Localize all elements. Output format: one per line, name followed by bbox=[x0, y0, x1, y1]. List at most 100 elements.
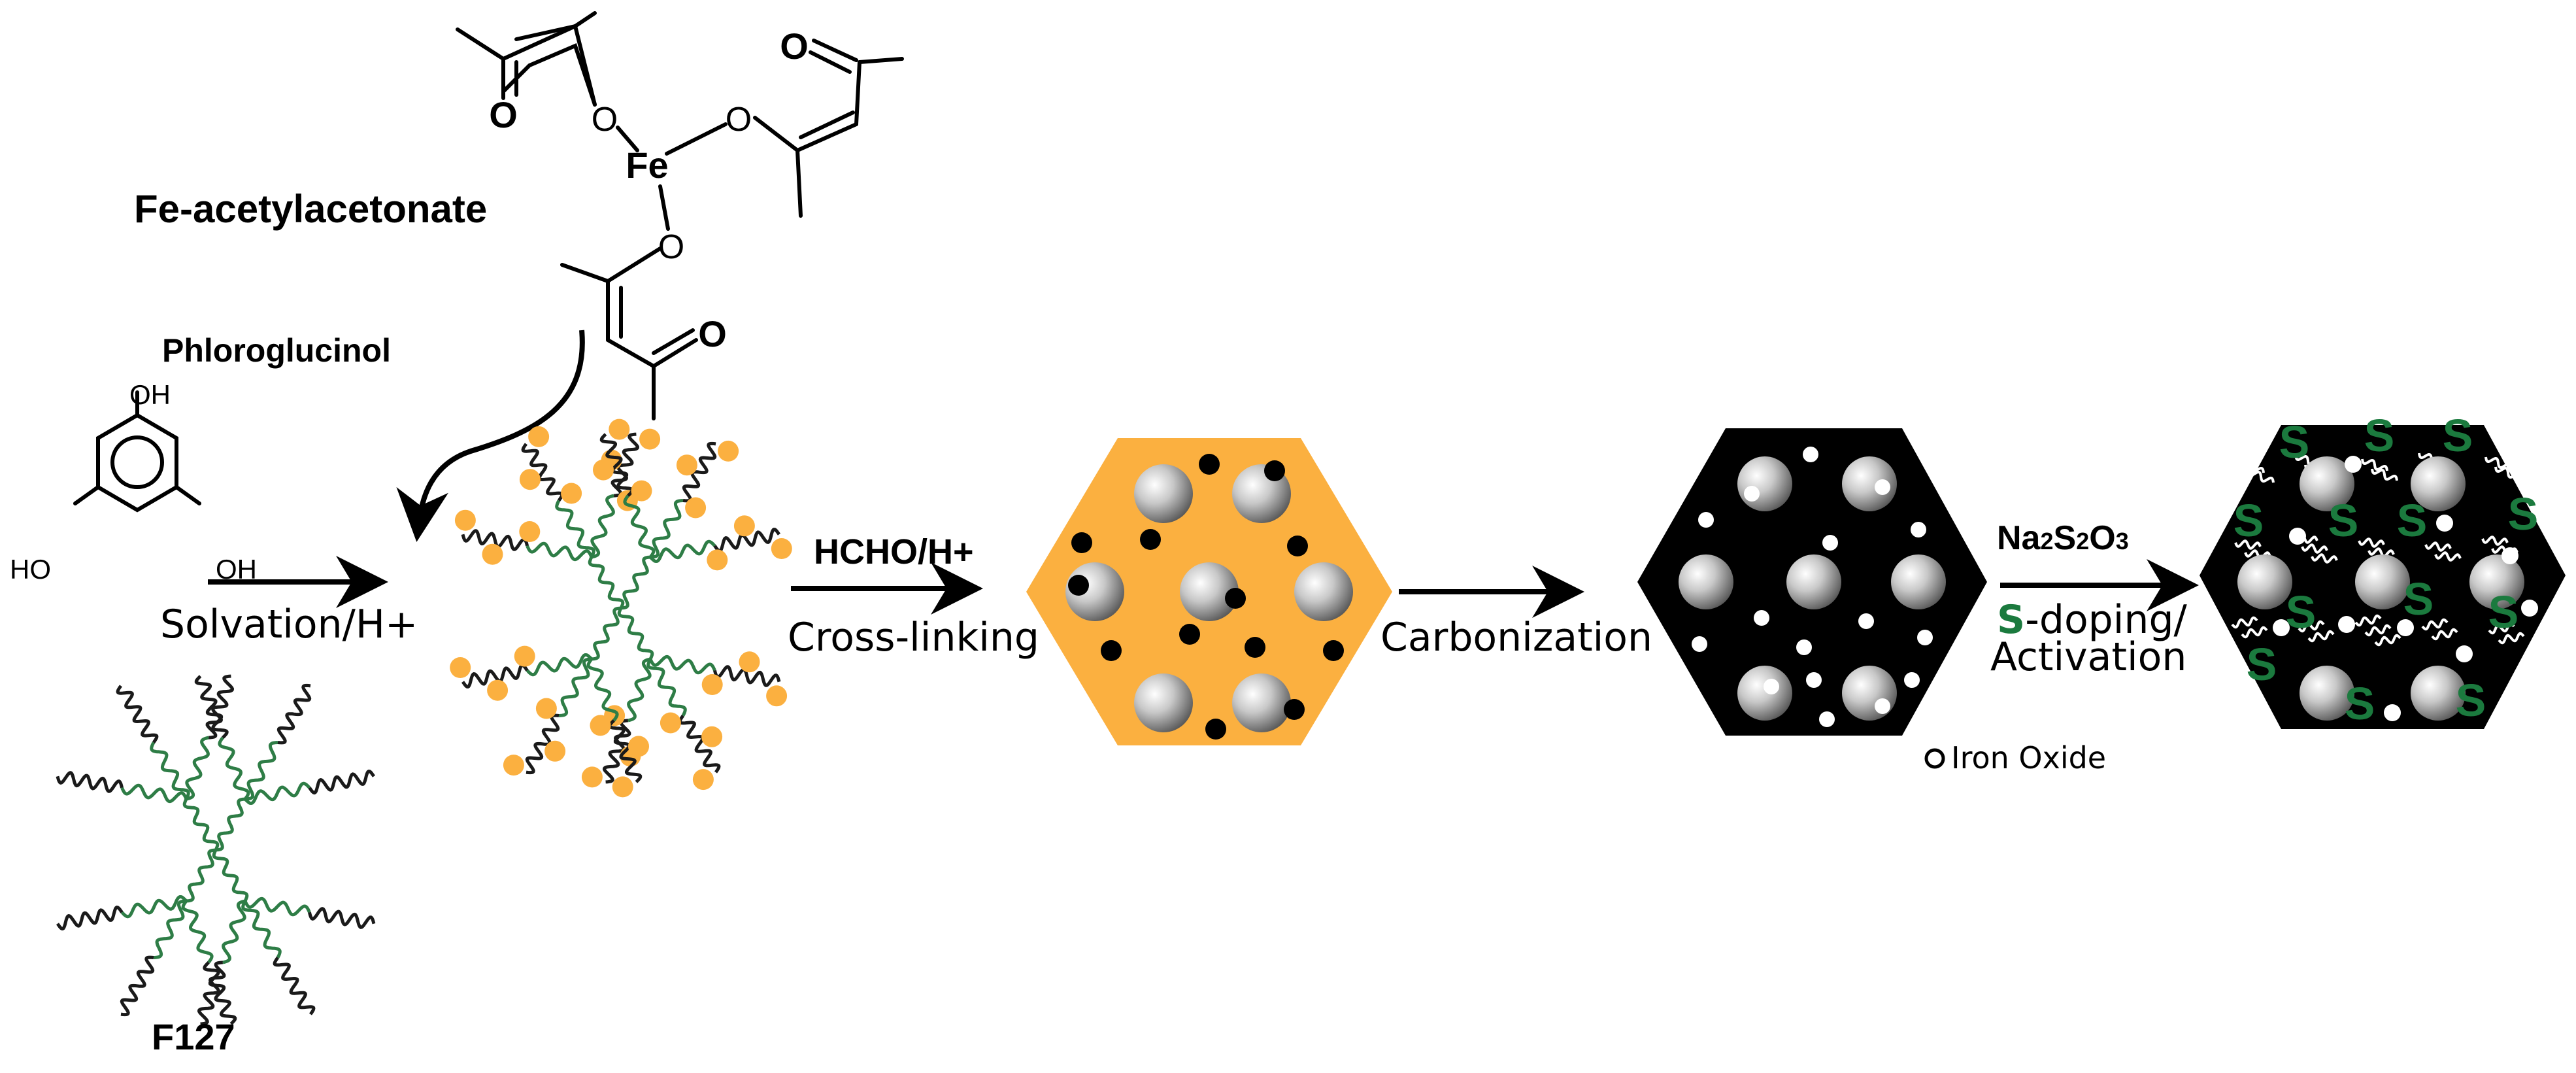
mesopore bbox=[2411, 456, 2466, 511]
sulfur-dopant: S bbox=[2279, 417, 2310, 468]
f127-micelle bbox=[56, 674, 376, 1026]
ppo-chain bbox=[273, 957, 316, 1015]
hcho-label: HCHO/H+ bbox=[814, 532, 974, 571]
oxygen-atom: O bbox=[592, 101, 618, 139]
resin-bead bbox=[639, 428, 661, 450]
iron-oxide-particle bbox=[1698, 512, 1714, 528]
sulfur-dopant: S bbox=[2443, 410, 2473, 461]
iron-oxide-particle bbox=[2521, 600, 2538, 617]
peo-chain bbox=[215, 797, 246, 852]
oxygen-atom: O bbox=[726, 101, 752, 139]
iron-precursor-dot bbox=[1071, 532, 1092, 553]
oxygen-atom: O bbox=[489, 94, 518, 135]
resin-bead bbox=[593, 459, 614, 481]
resin-bead bbox=[701, 726, 723, 747]
activation-pore bbox=[2237, 460, 2265, 473]
ppo-chain bbox=[602, 719, 631, 784]
peo-chain bbox=[649, 539, 716, 564]
iron-precursor-dot bbox=[1264, 460, 1285, 481]
iron-oxide-particle bbox=[2436, 515, 2453, 532]
resin-bead bbox=[503, 755, 524, 776]
mesopore bbox=[2300, 456, 2354, 511]
iron-oxide-particle bbox=[1796, 639, 1812, 655]
ppo-chain bbox=[525, 713, 560, 775]
ppo-chain bbox=[116, 685, 159, 743]
ppo-chain bbox=[608, 719, 643, 783]
resin-coated-micelle bbox=[450, 418, 792, 798]
iron-oxide-particle bbox=[2501, 547, 2518, 564]
sulfur-dopant: S bbox=[2345, 678, 2375, 729]
iron-oxide-particle bbox=[2289, 528, 2306, 545]
activation-pore bbox=[2307, 630, 2335, 643]
peo-chain bbox=[218, 736, 250, 800]
mesopore bbox=[2469, 554, 2524, 609]
addition-arrow bbox=[396, 330, 585, 542]
peo-chain bbox=[526, 541, 594, 562]
oxygen-atom: O bbox=[658, 228, 684, 266]
peo-chain bbox=[243, 896, 311, 917]
iron-precursor-dot bbox=[1101, 640, 1122, 661]
resin-bead bbox=[561, 483, 582, 504]
activation-pore bbox=[2361, 458, 2388, 471]
hydroxyl-label: HO bbox=[10, 554, 51, 585]
resin-bead bbox=[631, 480, 652, 502]
activation-pore bbox=[2488, 622, 2515, 635]
ppo-chain bbox=[713, 665, 781, 687]
resin-bead bbox=[581, 766, 603, 788]
oxygen-atom: O bbox=[698, 313, 727, 354]
resin-bead bbox=[660, 712, 681, 734]
activation-pore bbox=[2434, 551, 2462, 562]
resin-bead bbox=[590, 715, 611, 736]
iron-precursor-dot bbox=[1284, 699, 1305, 720]
iron-oxide-particle bbox=[1911, 522, 1926, 537]
mesopore bbox=[1679, 554, 1733, 609]
peo-chain bbox=[623, 494, 656, 558]
carbonization-label: Carbonization bbox=[1380, 615, 1652, 660]
sulfur-dopant: S bbox=[2247, 639, 2277, 690]
peo-chain bbox=[120, 894, 188, 919]
peo-chain bbox=[185, 736, 210, 801]
resin-bead bbox=[718, 440, 739, 462]
activation-pore bbox=[2234, 539, 2262, 550]
ppo-chain bbox=[599, 433, 634, 497]
mesopore bbox=[1134, 673, 1193, 732]
ppo-chain bbox=[194, 675, 229, 739]
activation-pore bbox=[2358, 537, 2385, 548]
fe-acac-structure: Fe O O O O O O bbox=[456, 11, 904, 420]
iron-precursor-dot bbox=[1323, 640, 1344, 661]
ppo-chain bbox=[205, 674, 235, 740]
activation-pore bbox=[2228, 451, 2255, 464]
activation-pore bbox=[2374, 634, 2401, 647]
resin-bead bbox=[528, 426, 550, 447]
peo-chain bbox=[588, 556, 625, 609]
mesopore bbox=[1842, 456, 1897, 511]
resin-bead bbox=[544, 740, 566, 762]
peo-chain bbox=[150, 741, 190, 800]
peo-chain bbox=[182, 798, 220, 851]
mesopore bbox=[2355, 554, 2410, 609]
iron-oxide-particle bbox=[1917, 630, 1933, 645]
sulfur-symbol: S bbox=[1997, 597, 2025, 643]
peo-chain bbox=[558, 657, 592, 717]
resin-bead bbox=[519, 469, 541, 490]
peo-chain bbox=[555, 500, 595, 558]
activation-pore bbox=[2298, 620, 2325, 633]
mesopore bbox=[1180, 562, 1239, 621]
mesopore bbox=[1842, 666, 1897, 721]
peo-chain bbox=[620, 555, 651, 610]
activation-pore bbox=[2311, 553, 2338, 564]
iron-oxide-particle bbox=[1803, 447, 1818, 462]
resin-bead bbox=[487, 679, 509, 701]
activation-pore bbox=[2371, 468, 2398, 481]
mesopore bbox=[1786, 554, 1841, 609]
peo-chain bbox=[181, 900, 214, 964]
iron-oxide-particle bbox=[1692, 636, 1707, 652]
carbon-hexagon bbox=[1637, 428, 1987, 736]
crosslinking-label: Cross-linking bbox=[788, 615, 1039, 660]
sulfur-dopant: S bbox=[2233, 495, 2264, 546]
peo-chain bbox=[120, 783, 188, 804]
peo-chain bbox=[586, 658, 619, 722]
ppo-chain bbox=[521, 443, 564, 502]
resin-bead bbox=[519, 521, 541, 542]
resin-bead bbox=[771, 538, 792, 559]
